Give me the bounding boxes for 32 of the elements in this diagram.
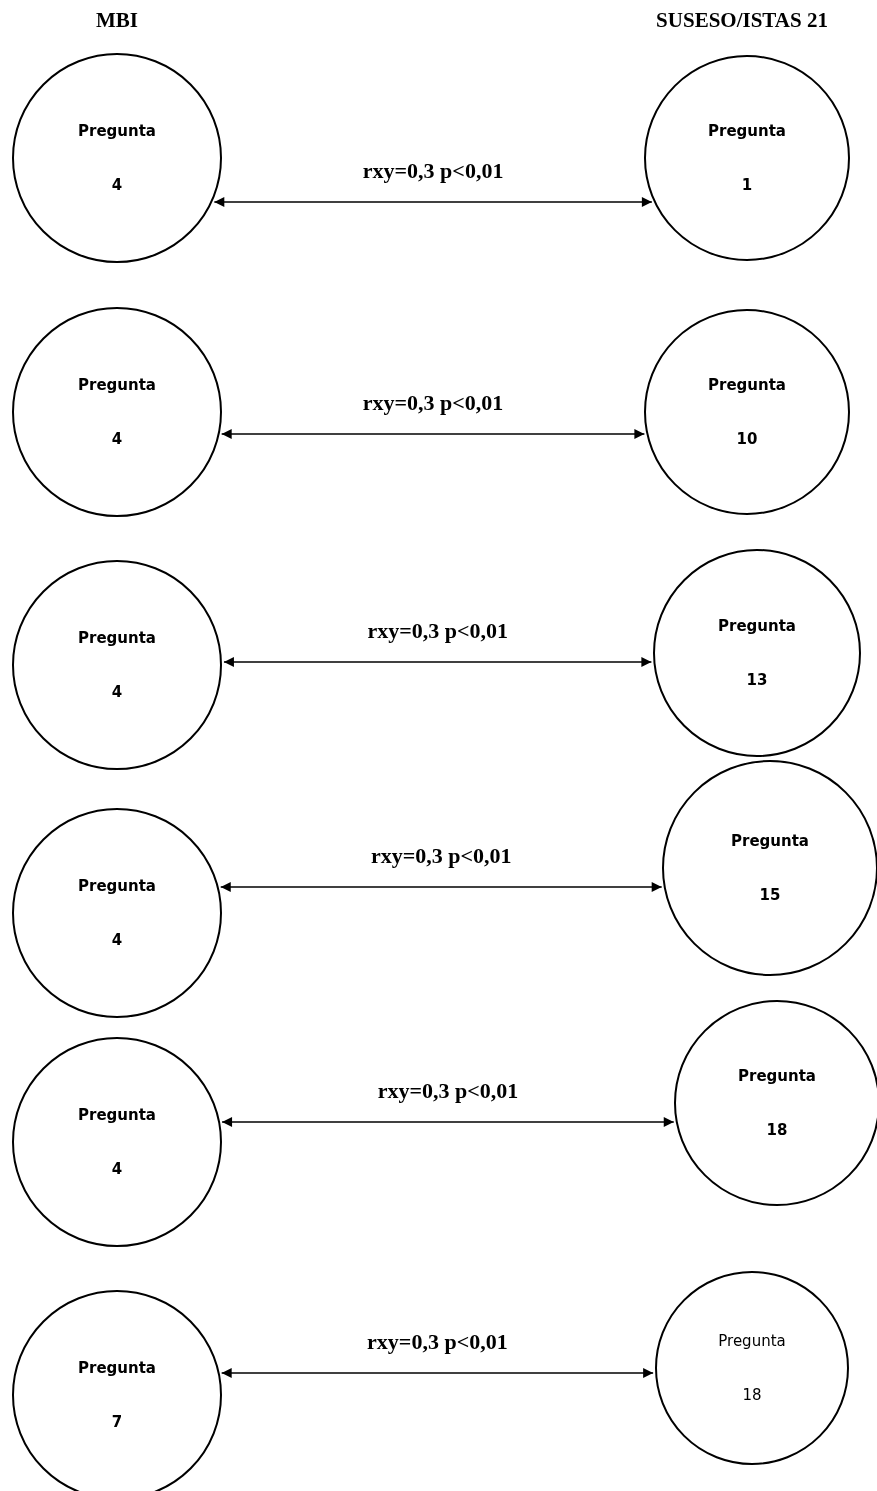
node-title: Pregunta bbox=[718, 617, 796, 635]
question-number: 4 bbox=[111, 430, 123, 448]
node-title: Pregunta bbox=[78, 877, 156, 895]
question-number: 1 bbox=[741, 176, 753, 194]
question-number: 4 bbox=[111, 1160, 123, 1178]
question-number: 7 bbox=[111, 1413, 123, 1431]
node-title: Pregunta bbox=[78, 629, 156, 647]
double-arrow bbox=[221, 1117, 675, 1127]
node-title: Pregunta bbox=[708, 376, 786, 394]
double-arrow bbox=[213, 197, 653, 207]
question-number: 13 bbox=[746, 671, 768, 689]
question-number: 15 bbox=[759, 886, 781, 904]
column-heading: MBI bbox=[96, 8, 138, 33]
column-heading: SUSESO/ISTAS 21 bbox=[656, 8, 828, 33]
double-arrow bbox=[221, 1368, 654, 1378]
double-arrow bbox=[223, 657, 653, 667]
question-number: 4 bbox=[111, 683, 123, 701]
question-number: 10 bbox=[736, 430, 758, 448]
node-title: Pregunta bbox=[78, 376, 156, 394]
double-arrow bbox=[220, 882, 663, 892]
node-title: Pregunta bbox=[78, 122, 156, 140]
node-title: Pregunta bbox=[78, 1106, 156, 1124]
question-number: 4 bbox=[111, 931, 123, 949]
question-number: 18 bbox=[766, 1121, 788, 1139]
question-number: 4 bbox=[111, 176, 123, 194]
double-arrow bbox=[221, 429, 646, 439]
question-number: 18 bbox=[742, 1386, 762, 1404]
node-title: Pregunta bbox=[708, 122, 786, 140]
node-title: Pregunta bbox=[731, 832, 809, 850]
node-title: Pregunta bbox=[78, 1359, 156, 1377]
node-title: Pregunta bbox=[718, 1332, 786, 1350]
node-title: Pregunta bbox=[738, 1067, 816, 1085]
